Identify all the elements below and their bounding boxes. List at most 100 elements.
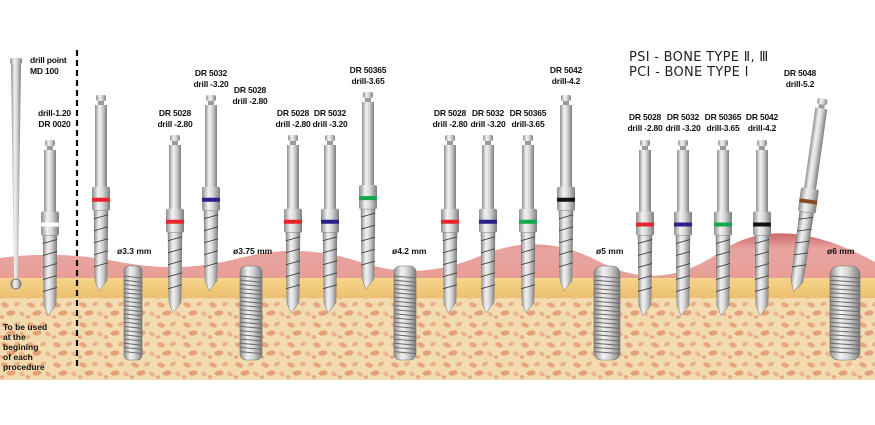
depth-mark [442,236,458,242]
implant-thread [593,342,621,346]
drill-point-tool [10,58,22,290]
drill-size: drill -3.20 [312,119,348,129]
drill-code: DR 50365 [509,108,547,118]
implant-thread [123,325,143,329]
implant-thread [829,292,861,296]
implant-thread [593,334,621,338]
drill-head [678,140,688,146]
depth-mark [42,287,58,292]
implant-thread [829,275,861,279]
implant-thread [593,283,621,287]
depth-mark [637,239,653,244]
drill-color-ring [714,222,732,227]
drill-flutes [558,210,574,292]
depth-mark [637,287,653,292]
drill-color-ring [636,222,654,227]
drill-color-ring [799,198,818,205]
drill-size: drill -3.20 [665,123,701,133]
implant-thread [239,275,263,279]
depth-mark [42,263,58,268]
implant-diameter-label: ø3.75 mm [233,246,273,256]
drill-neck [485,141,491,145]
implant-thread [123,313,143,317]
implant-thread [239,292,263,296]
drill-code: DR 5028 [433,108,467,118]
drill-code: DR 5028 [628,112,662,122]
drill-neck [563,101,569,105]
implant-thread [593,346,621,350]
implant-thread [393,338,417,342]
implant-thread [393,346,417,350]
implant-thread [239,342,263,346]
implant-2 [393,265,417,361]
depth-mark [798,216,814,220]
drill-size: drill -2.80 [232,96,268,106]
implant-thread [593,351,621,355]
implant-thread [393,330,417,334]
depth-mark [360,236,376,242]
drill-point-name: drill point [30,55,67,65]
drill-2-2 [519,135,537,314]
depth-mark [558,262,574,268]
implant-thread [829,351,861,355]
implant-thread [239,279,263,283]
bone-type-title: PSI - BONE TYPE Ⅱ, Ⅲ PCI - BONE TYPE Ⅰ [629,50,769,80]
implant-thread [829,325,861,329]
implant-thread [593,292,621,296]
depth-mark [715,263,731,268]
tissue-layers [0,233,875,380]
depth-mark [793,252,809,256]
drill-neck [720,146,726,150]
depth-mark [203,262,219,268]
implant-thread [123,283,143,287]
drill-size: drill -2.80 [627,123,663,133]
implant-thread [393,292,417,296]
implant-thread [123,300,143,304]
drill-code: DR 5032 [666,112,700,122]
depth-mark [637,263,653,268]
depth-mark [791,264,807,268]
implant-thread [829,296,861,300]
drill-head [483,135,493,141]
depth-mark [637,275,653,280]
implant-thread [239,338,263,342]
implant-thread [123,275,143,279]
implant-thread [593,309,621,313]
drill-point-label: drill point MD 100 [30,55,67,77]
depth-mark [167,236,183,242]
depth-mark [637,251,653,256]
depth-mark [285,284,301,290]
depth-mark [203,226,219,232]
depth-mark [203,250,219,256]
usage-note: To be used at the begining of each proce… [3,322,47,372]
drill-color-ring [441,219,459,224]
implant-thread [239,300,263,304]
implant-thread [393,351,417,355]
implant-thread [123,334,143,338]
implant-thread [593,279,621,283]
implant-thread [393,342,417,346]
implant-thread [829,334,861,338]
implant-thread [593,300,621,304]
implant-4 [829,265,861,361]
drill-point-shank [11,64,21,280]
drill-flutes [203,210,219,292]
depth-mark [322,260,338,266]
drill-color-ring [321,219,339,224]
depth-mark [322,248,338,254]
implant-thread [593,296,621,300]
implant-thread [123,321,143,325]
pilot-drill-size: drill-1.20 [38,108,71,118]
drill-color-ring [92,197,110,202]
depth-mark [322,284,338,290]
drill-head [288,135,298,141]
depth-mark [675,275,691,280]
depth-mark [480,284,496,290]
title-line-pci: PCI - BONE TYPE Ⅰ [629,65,749,80]
drill-flutes [715,235,731,316]
depth-mark [675,287,691,292]
implant-thread [829,317,861,321]
depth-mark [675,251,691,256]
